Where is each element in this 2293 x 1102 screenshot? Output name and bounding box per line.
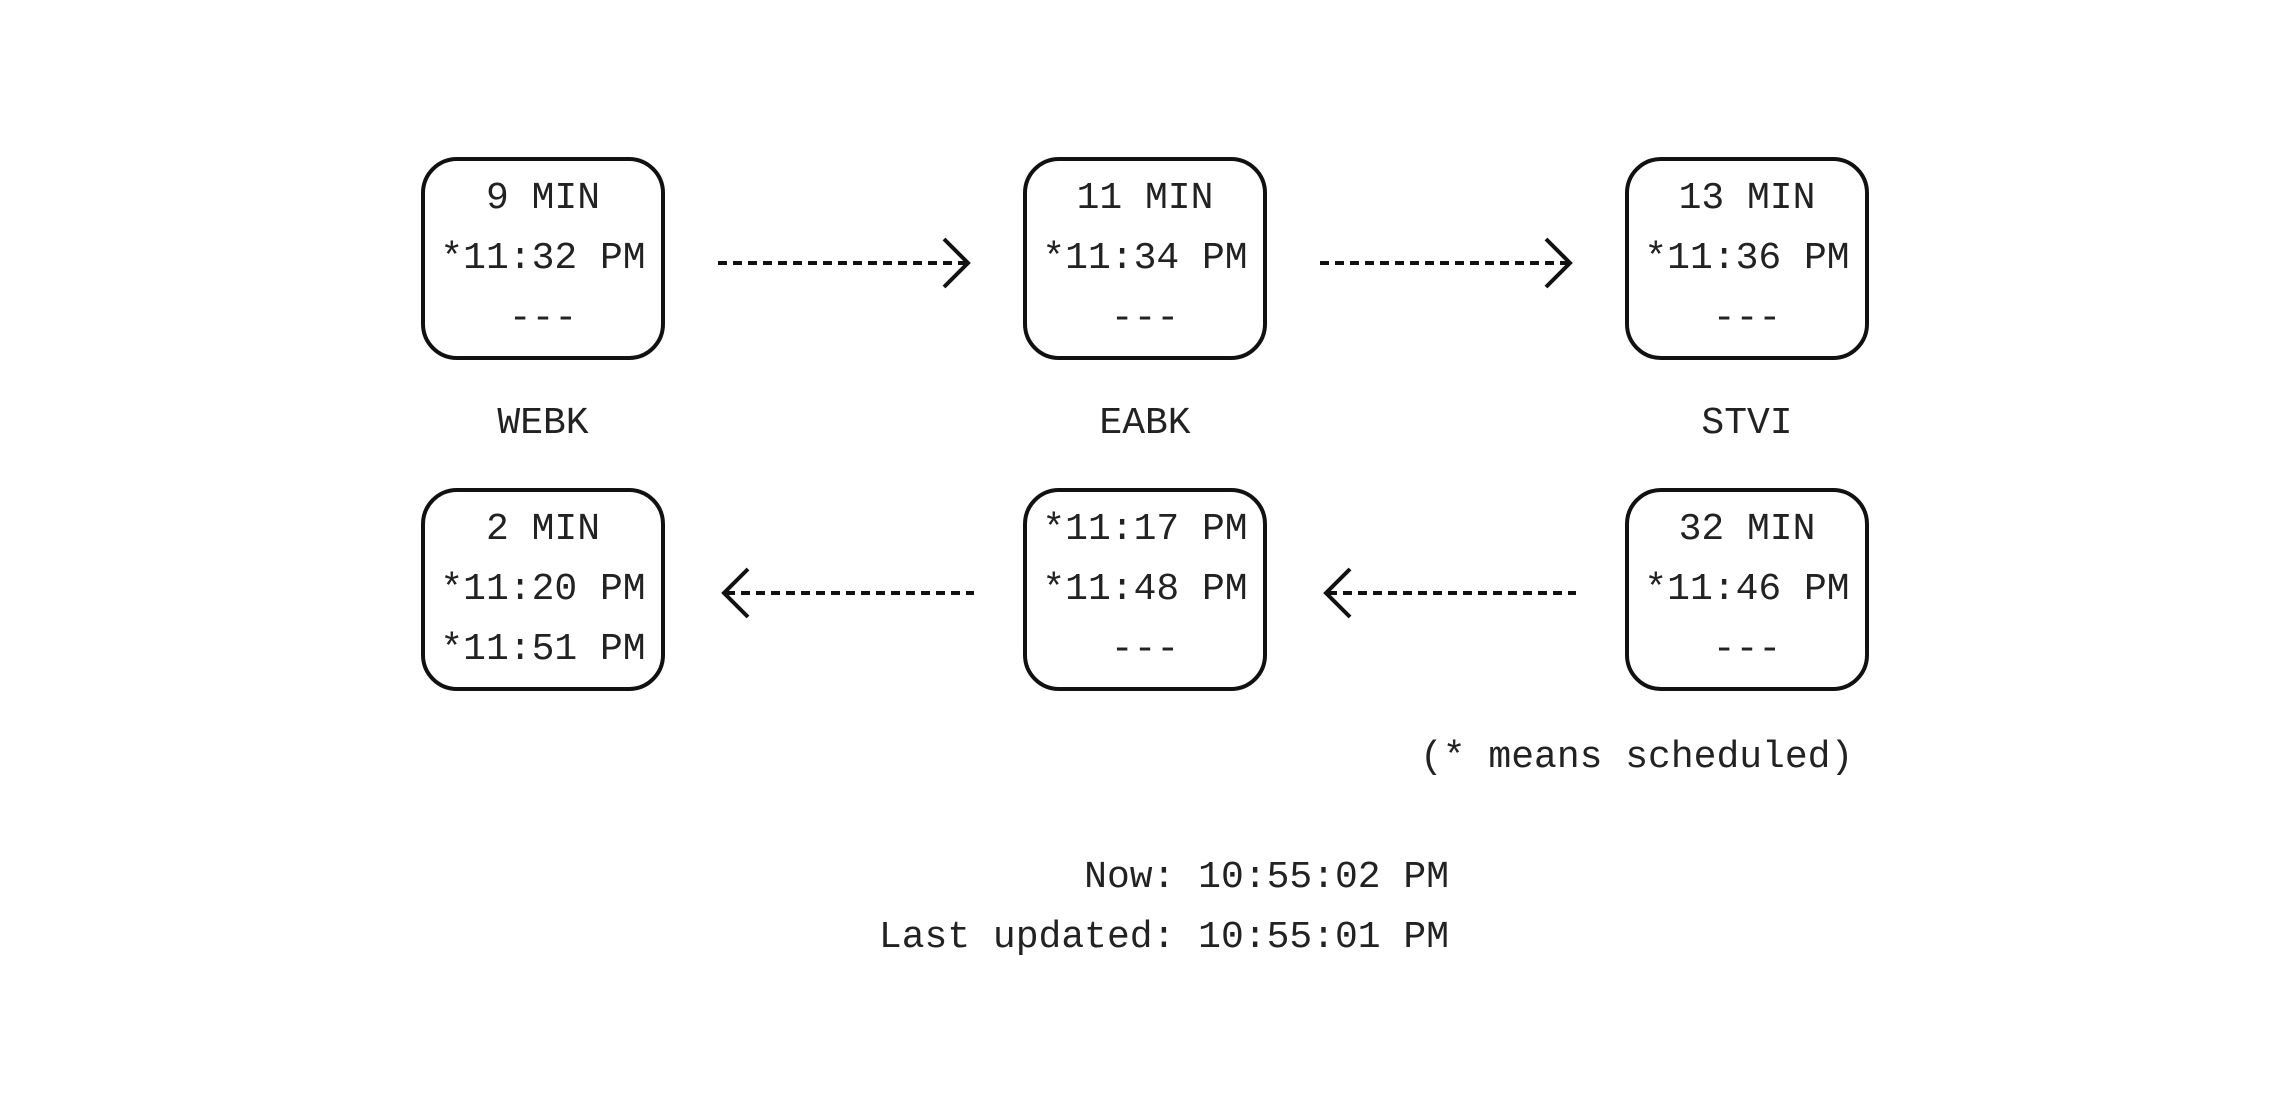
arrival-line: *11:51 PM: [440, 628, 646, 671]
arrival-line: 11 MIN: [1076, 177, 1214, 220]
stop-label-webk: WEBK: [497, 402, 589, 445]
arrival-box-eabk-westbound: *11:17 PM *11:48 PM ---: [1023, 488, 1267, 691]
last-updated-time: Last updated: 10:55:01 PM: [878, 916, 1449, 959]
arrival-box-webk-westbound: 2 MIN *11:20 PM *11:51 PM: [421, 488, 665, 691]
arrival-line: *11:17 PM: [1042, 508, 1248, 551]
arrival-box-eabk-eastbound: 11 MIN *11:34 PM ---: [1023, 157, 1267, 360]
arrival-line: *11:46 PM: [1644, 568, 1850, 611]
arrival-line: *11:20 PM: [440, 568, 646, 611]
arrival-box-webk-eastbound: 9 MIN *11:32 PM ---: [421, 157, 665, 360]
arrival-line: ---: [508, 297, 578, 340]
arrow-right-dashed-icon: [1320, 237, 1573, 289]
arrival-line: *11:36 PM: [1644, 237, 1850, 280]
arrival-line: ---: [1110, 297, 1180, 340]
arrival-line: ---: [1712, 297, 1782, 340]
arrival-box-stvi-westbound: 32 MIN *11:46 PM ---: [1625, 488, 1869, 691]
arrival-line: 13 MIN: [1678, 177, 1816, 220]
stop-label-stvi: STVI: [1701, 402, 1793, 445]
arrival-line: *11:34 PM: [1042, 237, 1248, 280]
arrival-line: *11:32 PM: [440, 237, 646, 280]
arrow-left-dashed-icon: [1323, 567, 1576, 619]
arrival-line: *11:48 PM: [1042, 568, 1248, 611]
arrival-line: ---: [1712, 628, 1782, 671]
arrow-right-dashed-icon: [718, 237, 971, 289]
arrival-line: ---: [1110, 628, 1180, 671]
scheduled-legend-note: (* means scheduled): [1420, 736, 1854, 779]
arrival-line: 2 MIN: [485, 508, 601, 551]
arrival-line: 9 MIN: [485, 177, 601, 220]
stop-label-eabk: EABK: [1099, 402, 1191, 445]
arrow-left-dashed-icon: [721, 567, 974, 619]
current-time: Now: 10:55:02 PM: [1084, 856, 1449, 899]
arrival-line: 32 MIN: [1678, 508, 1816, 551]
arrival-box-stvi-eastbound: 13 MIN *11:36 PM ---: [1625, 157, 1869, 360]
